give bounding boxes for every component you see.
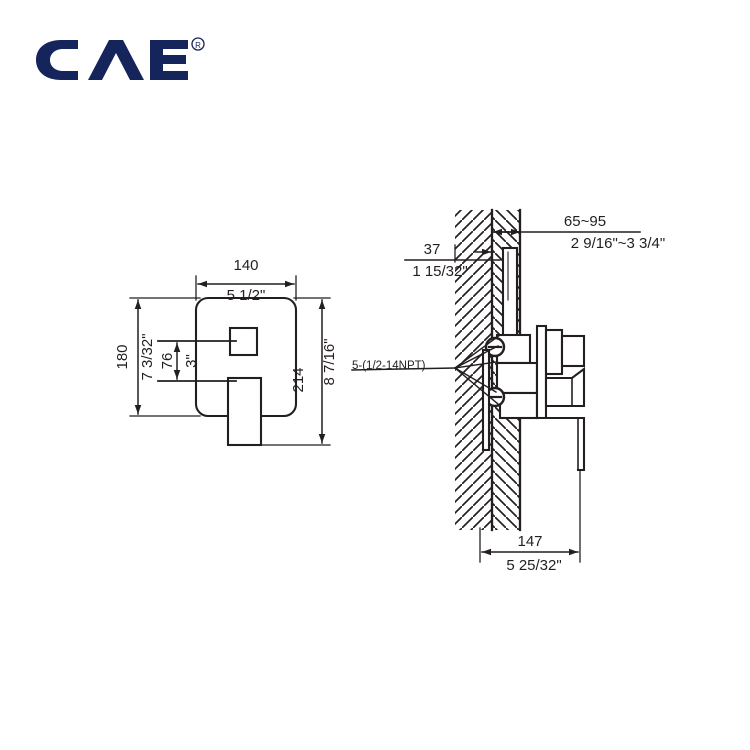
svg-text:R: R [195, 41, 201, 50]
dimension-text-layer: 140 5 1/2" 180 7 3/32" 76 3" 214 8 7/16"… [114, 213, 665, 574]
dim-text-overall-height-imperial: 8 7/16" [321, 338, 338, 385]
handle-lever [226, 376, 263, 447]
dim-assembly-projection [479, 469, 581, 563]
dim-text-plate-width-imperial: 5 1/2" [227, 287, 266, 304]
dim-button-offset [157, 340, 237, 382]
section-view-group [351, 208, 641, 563]
dim-text-projection-imperial: 5 25/32" [506, 557, 561, 574]
dim-overall-height [257, 297, 331, 446]
dim-text-plate-width-metric: 140 [233, 257, 258, 274]
dim-text-projection-metric: 147 [517, 533, 542, 550]
dim-text-wall-thickness-metric: 65~95 [564, 213, 606, 230]
dim-text-wall-thickness-imperial: 2 9/16"~3 3/4" [571, 235, 665, 252]
dim-text-wall-depth-imperial: 1 15/32" [412, 263, 467, 280]
dim-wall-front-depth [404, 244, 501, 263]
dim-text-button-offset-metric: 76 [159, 353, 176, 370]
dim-text-plate-height-imperial: 7 3/32" [139, 333, 156, 380]
cae-logo-mark: R [36, 37, 205, 80]
dim-text-wall-depth-metric: 37 [424, 241, 441, 258]
inlet-tube [501, 246, 519, 346]
valve-body-assembly [481, 324, 586, 472]
brand-logo: R [30, 32, 230, 88]
dim-text-plate-height-metric: 180 [114, 344, 131, 369]
dim-plate-height [129, 297, 201, 417]
dim-wall-thickness [491, 214, 641, 236]
dim-text-button-offset-imperial: 3" [183, 354, 200, 368]
npt-callout-text: 5-(1/2-14NPT) [352, 360, 426, 372]
front-view-group [129, 275, 331, 447]
dim-text-overall-height-metric: 214 [290, 367, 307, 392]
dim-plate-width [195, 275, 297, 301]
npt-callout-leaders [351, 334, 501, 405]
